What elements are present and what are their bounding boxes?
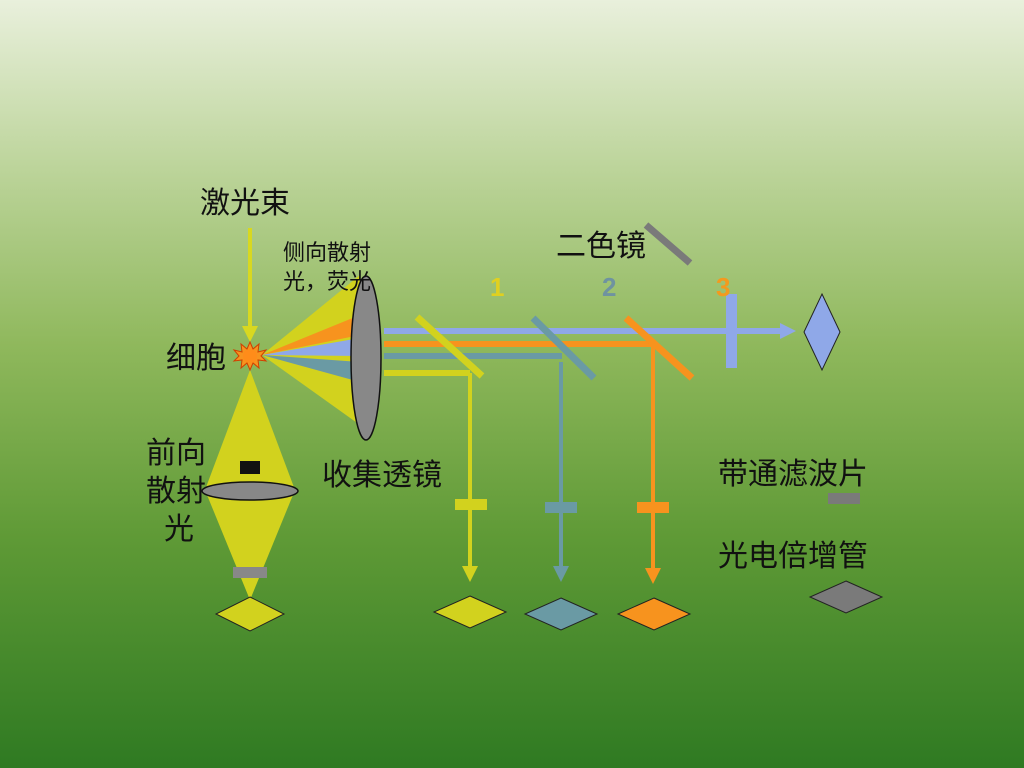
side-scatter-fan-teal bbox=[262, 355, 360, 382]
dichroic-mirror-2 bbox=[530, 315, 597, 381]
forward-scatter-label-line2: 散射 bbox=[146, 474, 206, 509]
mirror-number-1: 1 bbox=[490, 272, 504, 302]
yellow-detector bbox=[432, 595, 508, 629]
teal-detector bbox=[523, 597, 599, 631]
orange-channel-arrowhead bbox=[645, 568, 661, 584]
bandpass-filter-label: 带通滤波片 bbox=[718, 457, 868, 492]
forward-lens bbox=[201, 481, 299, 501]
teal-filter bbox=[545, 502, 577, 513]
side-scatter-fan-orange bbox=[262, 315, 360, 355]
mirror-number-3: 3 bbox=[716, 272, 730, 302]
mirror-number-2: 2 bbox=[602, 272, 616, 302]
forward-detector bbox=[214, 596, 286, 632]
cell-label: 细胞 bbox=[166, 341, 226, 376]
yellow-channel-arrowhead bbox=[462, 566, 478, 582]
side-scatter-label-line2: 光，荧光 bbox=[283, 270, 371, 295]
collection-lens-label: 收集透镜 bbox=[322, 458, 442, 493]
laser-beam-label: 激光束 bbox=[200, 186, 290, 221]
dichroic-mirror-1 bbox=[414, 314, 485, 379]
photomultiplier-label: 光电倍增管 bbox=[718, 539, 868, 574]
orange-detector bbox=[616, 597, 692, 631]
forward-block bbox=[240, 461, 260, 474]
cell-icon bbox=[232, 340, 268, 372]
collection-lens bbox=[350, 275, 382, 441]
blue-detector bbox=[803, 292, 841, 372]
forward-scatter-label-line3: 光 bbox=[164, 512, 194, 547]
teal-channel-arrowhead bbox=[553, 566, 569, 582]
beam-blue-arrowhead bbox=[780, 323, 796, 339]
laser-beam-arrowhead bbox=[242, 326, 258, 342]
dichroic-mirror-legend bbox=[643, 222, 693, 266]
forward-filter bbox=[233, 567, 267, 578]
side-scatter-label-line1: 侧向散射 bbox=[283, 241, 371, 266]
yellow-filter bbox=[455, 499, 487, 510]
side-scatter-fan-blue bbox=[262, 338, 360, 356]
photomultiplier-legend bbox=[808, 580, 884, 614]
orange-filter bbox=[637, 502, 669, 513]
bandpass-filter-legend bbox=[828, 493, 860, 504]
dichroic-mirror-label: 二色镜 bbox=[556, 229, 646, 264]
forward-scatter-label-line1: 前向 bbox=[146, 436, 206, 471]
dichroic-mirror-3 bbox=[623, 315, 695, 381]
blue-filter bbox=[726, 294, 737, 368]
